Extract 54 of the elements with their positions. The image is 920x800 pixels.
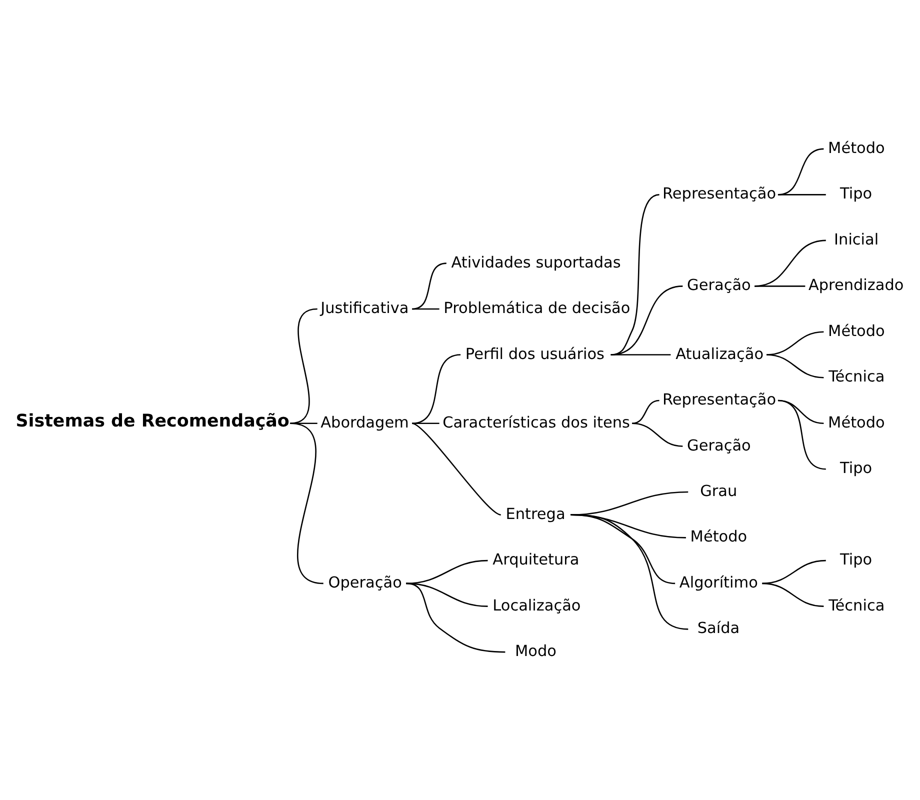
connector (412, 308, 440, 310)
connector (754, 285, 806, 286)
node-text: Tipo (840, 458, 872, 477)
node-text: Operação (328, 572, 402, 591)
connector (406, 582, 506, 652)
connector (610, 285, 683, 355)
connector (632, 399, 660, 424)
node-text: Algorítimo (679, 572, 758, 591)
connector (412, 354, 461, 424)
connector (762, 559, 826, 584)
node-text: Abordagem (320, 412, 409, 431)
connector (412, 262, 446, 310)
node-text: Método (828, 412, 885, 431)
connector (290, 308, 318, 424)
node-text: Localização (492, 596, 581, 614)
connector (610, 354, 671, 355)
node-text: Atividades suportadas (451, 252, 621, 271)
node-text: Geração (687, 436, 751, 454)
node-text: Representação (662, 390, 776, 408)
node-text: Método (828, 321, 885, 340)
node-text: Sistemas de Recomendação (16, 410, 290, 431)
connector (290, 422, 318, 424)
node-text: Inicial (834, 230, 879, 248)
connector (778, 399, 824, 424)
node-text: Grau (700, 482, 738, 500)
connector (778, 194, 826, 195)
node-text: Geração (687, 276, 751, 294)
node-text: Perfil dos usuários (465, 344, 605, 362)
connector (290, 422, 324, 584)
node-text: Modo (514, 642, 556, 660)
node-text: Técnica (828, 367, 885, 386)
node-text: Método (828, 138, 885, 156)
node-text: Tipo (840, 550, 872, 568)
connector (766, 354, 824, 378)
node-text: Justificativa (320, 298, 409, 317)
connector (570, 514, 688, 630)
node-text: Aprendizado (808, 276, 904, 294)
node-text: Atualização (676, 344, 764, 362)
node-text: Arquitetura (492, 550, 580, 568)
node-text: Problemática de decisão (444, 298, 630, 317)
connector (412, 422, 440, 424)
node-text: Tipo (840, 184, 872, 202)
node-text: Método (690, 527, 748, 546)
node-text: Características dos itens (442, 412, 630, 431)
node-text: Entrega (506, 504, 566, 522)
node-text: Técnica (828, 596, 885, 614)
connector (754, 239, 826, 286)
connector (406, 559, 488, 584)
connector (632, 422, 683, 446)
node-text: Representação (662, 184, 776, 202)
connector (412, 422, 502, 515)
node-text: Saída (697, 618, 740, 637)
connector (778, 399, 826, 470)
connector (762, 582, 824, 606)
